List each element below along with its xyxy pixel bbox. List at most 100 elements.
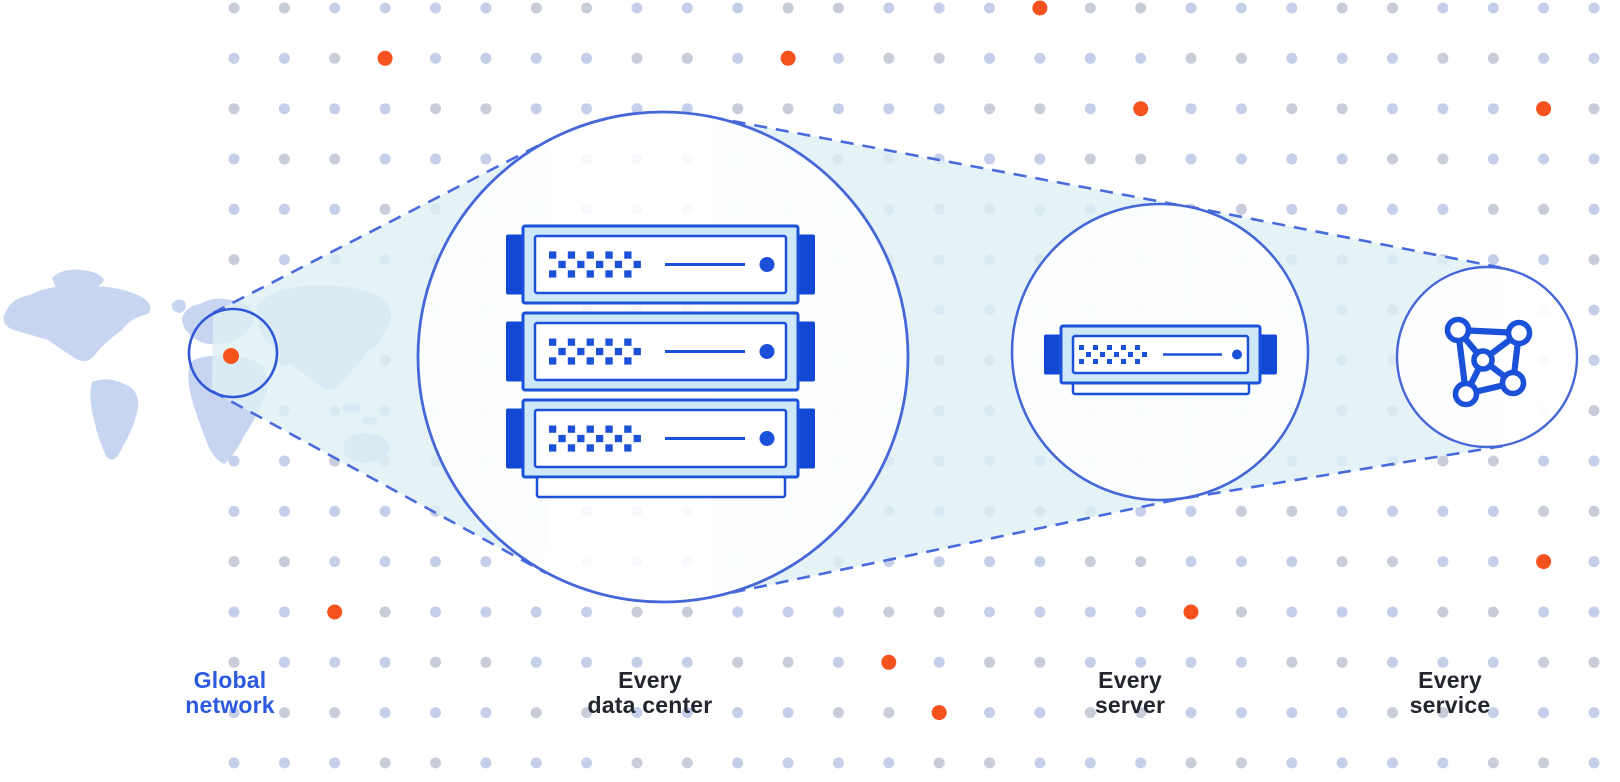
server-faceplate (533, 234, 788, 295)
grid-dot (984, 52, 995, 64)
server-ear-right (795, 234, 815, 295)
grid-dot (1034, 103, 1046, 115)
label-line: network (185, 692, 275, 718)
grid-dot (1185, 153, 1197, 165)
grid-dot (1135, 52, 1147, 64)
vent-dot (1079, 359, 1084, 364)
grid-dot (430, 2, 441, 14)
grid-dot (1387, 556, 1398, 568)
vent-dot (624, 270, 632, 278)
grid-dot (1235, 153, 1247, 165)
grid-dot (984, 103, 995, 115)
grid-dot (1437, 455, 1449, 467)
power-led (1232, 349, 1242, 360)
grid-dot (379, 556, 391, 568)
grid-dot (329, 757, 341, 769)
grid-dot (1185, 505, 1197, 517)
grid-dot (1487, 757, 1499, 769)
grid-dot (1437, 606, 1449, 618)
grid-dot (1084, 656, 1096, 668)
vent-dot (549, 251, 557, 259)
accent-dot (327, 604, 343, 620)
grid-dot (732, 757, 744, 769)
vent-dot (1135, 345, 1140, 350)
grid-dot (430, 52, 441, 64)
grid-dot (329, 52, 341, 64)
grid-dot (228, 455, 240, 467)
grid-dot (933, 656, 945, 668)
server-rack-icon (506, 224, 815, 499)
grid-dot (379, 707, 391, 719)
grid-dot (1538, 606, 1550, 618)
grid-dot (1387, 505, 1398, 517)
grid-dot (1538, 52, 1550, 64)
grid-dot (530, 52, 542, 64)
grid-dot (1286, 707, 1298, 719)
vent-dot (605, 251, 613, 259)
mesh-node-bottom-left (1452, 380, 1480, 408)
grid-dot (228, 2, 240, 14)
grid-dot (1487, 254, 1499, 266)
grid-dot (278, 103, 290, 115)
grid-dot (984, 707, 995, 719)
grid-dot (1437, 656, 1449, 668)
grid-dot (581, 103, 593, 115)
vent-dot (605, 338, 613, 346)
vent-dot (624, 251, 632, 259)
grid-dot (1336, 52, 1348, 64)
grid-dot (1437, 556, 1449, 568)
power-led (759, 257, 775, 272)
vent-dot (549, 357, 557, 365)
label-line: Every (1098, 667, 1162, 693)
grid-dot (1135, 707, 1147, 719)
grid-dot (732, 2, 744, 14)
vent-dot (596, 434, 604, 443)
grid-dot (1387, 656, 1398, 668)
dashed-line-lower-2 (710, 495, 1190, 599)
grid-dot (278, 2, 290, 14)
grid-dot (1034, 52, 1046, 64)
label-every-data-center: Every data center (540, 668, 760, 718)
server-ear-right (795, 408, 815, 469)
grid-dot (1538, 656, 1550, 668)
grid-dot (1538, 505, 1550, 517)
vent-dot (1121, 345, 1126, 350)
grid-dot (732, 103, 744, 115)
grid-dot (278, 455, 290, 467)
vent-dot (1093, 345, 1098, 350)
grid-dot (732, 707, 744, 719)
grid-dot (1588, 52, 1600, 64)
grid-dot (1387, 606, 1398, 618)
grid-dot (1185, 656, 1197, 668)
dashed-line-upper-2 (710, 115, 1190, 209)
grid-dot (1588, 606, 1600, 618)
label-global-network: Global network (120, 668, 340, 718)
grid-dot (379, 505, 391, 517)
grid-dot (984, 606, 995, 618)
label-line: server (1094, 692, 1166, 718)
vent-dot (1093, 359, 1098, 364)
power-led (759, 431, 775, 446)
grid-dot (228, 52, 240, 64)
grid-dot (782, 757, 794, 769)
vent-dot (614, 260, 623, 269)
grid-dot (1588, 707, 1600, 719)
mesh-node-top-right (1505, 319, 1533, 347)
dashed-line-upper-1 (212, 137, 552, 315)
grid-dot (732, 656, 744, 668)
grid-dot (278, 656, 290, 668)
rack-plinth (535, 475, 787, 499)
global-network-stage (187, 307, 279, 399)
grid-dot (1538, 757, 1550, 769)
grid-dot (1487, 656, 1499, 668)
vent-dot (586, 338, 594, 346)
service-stage (1395, 265, 1579, 449)
grid-dot (480, 52, 492, 64)
grid-dot (984, 2, 995, 14)
grid-dot (1235, 556, 1247, 568)
vent-dot (567, 270, 576, 278)
grid-dot (430, 103, 441, 115)
vent-dot (1079, 345, 1084, 350)
grid-dot (1588, 405, 1600, 417)
